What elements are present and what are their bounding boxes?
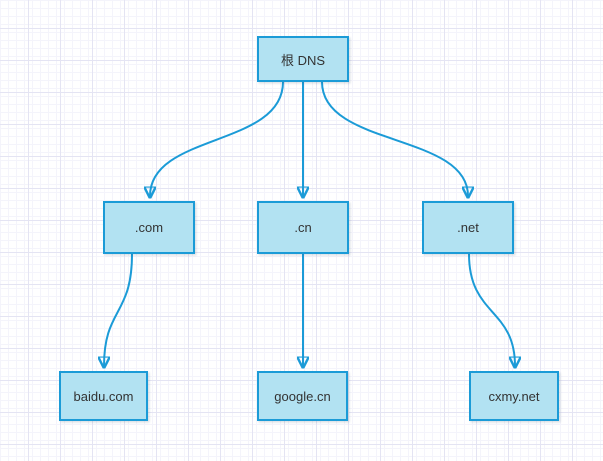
node-cn[interactable]: .cn [257, 201, 349, 254]
node-google-cn[interactable]: google.cn [257, 371, 348, 421]
node-root-dns[interactable]: 根 DNS [257, 36, 349, 82]
node-com-label: .com [134, 220, 164, 235]
node-com[interactable]: .com [103, 201, 195, 254]
node-google-cn-label: google.cn [274, 388, 331, 404]
node-net[interactable]: .net [422, 201, 514, 254]
node-baidu-com[interactable]: baidu.com [59, 371, 148, 421]
node-cn-label: .cn [294, 220, 312, 235]
edge-root-to-com [150, 81, 284, 196]
edge-root-to-net [321, 81, 468, 196]
node-root-dns-label: 根 DNS [280, 52, 326, 68]
node-cxmy-net-label: cxmy.net [488, 388, 540, 404]
node-cxmy-net[interactable]: cxmy.net [469, 371, 559, 421]
edge-net-to-cxmy [468, 253, 515, 366]
edge-com-to-baidu [104, 253, 133, 366]
node-baidu-com-label: baidu.com [73, 388, 134, 404]
node-net-label: .net [457, 220, 479, 235]
